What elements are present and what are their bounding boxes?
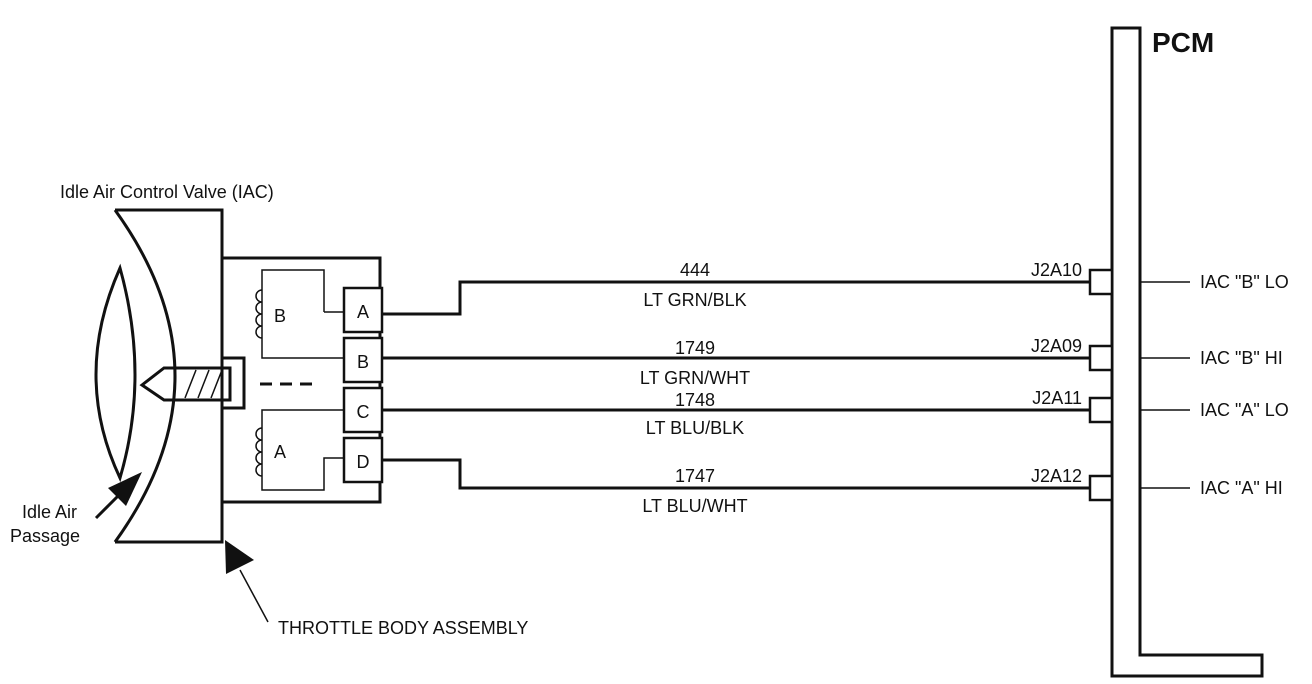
signal-iac-a-hi: IAC "A" HI	[1200, 478, 1283, 498]
wire-444	[382, 280, 1090, 316]
signal-iac-a-lo: IAC "A" LO	[1200, 400, 1289, 420]
circuit-1748-number: 1748	[675, 390, 715, 410]
circuit-1747-color: LT BLU/WHT	[642, 496, 747, 516]
connector: A B C D	[342, 286, 384, 484]
terminal-j2a12-label: J2A12	[1031, 466, 1082, 486]
pin-c-label: C	[357, 402, 370, 422]
terminal-j2a10-label: J2A10	[1031, 260, 1082, 280]
terminal-j2a11	[1088, 396, 1114, 424]
pin-d-label: D	[357, 452, 370, 472]
terminal-j2a12	[1088, 474, 1114, 502]
signal-iac-b-hi: IAC "B" HI	[1200, 348, 1283, 368]
coil-b-label: B	[274, 306, 286, 326]
coil-b: B	[255, 269, 344, 359]
circuit-1748-color: LT BLU/BLK	[646, 418, 744, 438]
coil-a: A	[255, 409, 344, 491]
signal-iac-b-lo: IAC "B" LO	[1200, 272, 1289, 292]
circuit-444-color: LT GRN/BLK	[643, 290, 746, 310]
circuit-444-number: 444	[680, 260, 710, 280]
pintle	[94, 263, 312, 483]
passage-label-line2: Passage	[10, 526, 80, 546]
pin-a-label: A	[357, 302, 369, 322]
throttle-body-arrow	[225, 540, 269, 623]
wire-1747	[382, 458, 1090, 490]
passage-arrow	[94, 472, 142, 520]
terminal-j2a09	[1088, 344, 1114, 372]
passage-label-line1: Idle Air	[22, 502, 77, 522]
pin-b-label: B	[357, 352, 369, 372]
pcm-label: PCM	[1152, 27, 1214, 58]
throttle-body-label: THROTTLE BODY ASSEMBLY	[278, 618, 528, 638]
pcm-outline	[1110, 26, 1264, 678]
valve-title: Idle Air Control Valve (IAC)	[60, 182, 274, 202]
circuit-1749-color: LT GRN/WHT	[640, 368, 750, 388]
circuit-1749-number: 1749	[675, 338, 715, 358]
terminal-j2a10	[1088, 268, 1114, 296]
terminal-j2a09-label: J2A09	[1031, 336, 1082, 356]
terminal-j2a11-label: J2A11	[1032, 388, 1082, 408]
coil-a-label: A	[274, 442, 286, 462]
circuit-1747-number: 1747	[675, 466, 715, 486]
